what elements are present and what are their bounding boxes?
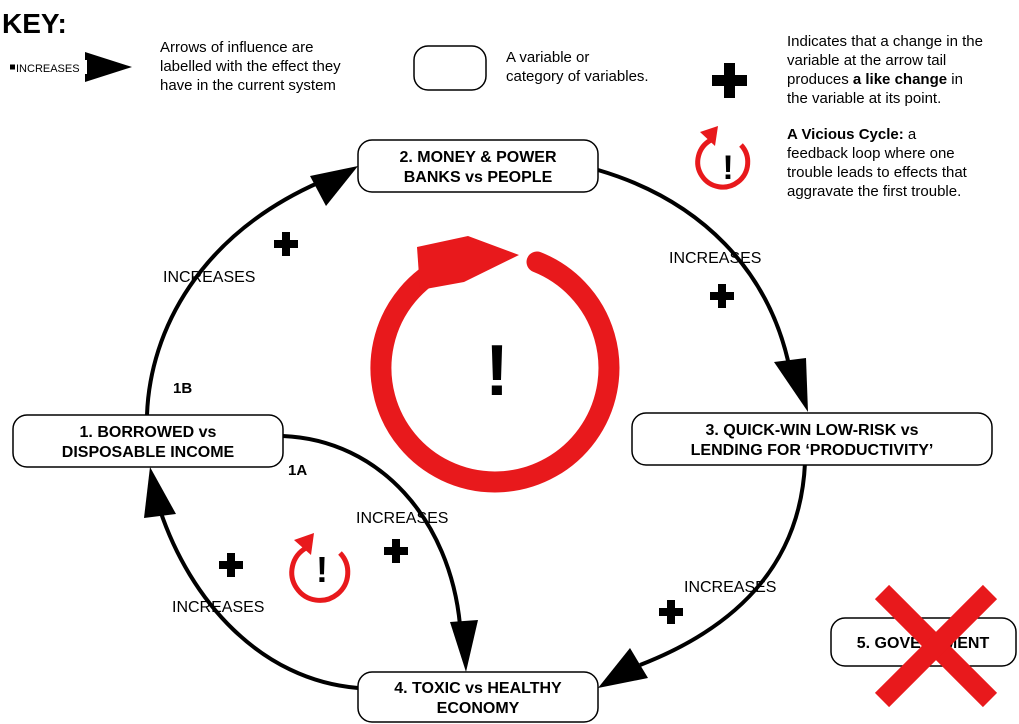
edge-1b-label: INCREASES (163, 269, 255, 286)
vicious-cycle-symbol: ! (722, 149, 733, 187)
arrow-icon (598, 648, 648, 688)
node-2-line-2: BANKS vs PEOPLE (404, 169, 553, 186)
plus-icon (274, 232, 298, 256)
key-arrow-desc-3: have in the current system (160, 77, 336, 94)
key-plus-desc-3: produces a like change in (787, 71, 963, 88)
node-1-line-1: 1. BORROWED vs (80, 424, 217, 441)
key-plus-desc-4: the variable at its point. (787, 90, 941, 107)
node-borrowed-income: 1. BORROWED vs DISPOSABLE INCOME (12, 414, 284, 468)
node-4-line-1: 4. TOXIC vs HEALTHY (394, 680, 562, 697)
plus-icon (384, 539, 408, 563)
small-vicious-cycle-icon: ! (289, 533, 351, 603)
plus-icon (219, 553, 243, 577)
edge-2-3-arrow (597, 168, 808, 412)
key-vicious-desc-4: aggravate the first trouble. (787, 183, 961, 200)
node-3-line-2: LENDING FOR ‘PRODUCTIVITY’ (691, 442, 934, 459)
key-arrow-desc-1: Arrows of influence are (160, 39, 313, 56)
node-money-power: 2. MONEY & POWER BANKS vs PEOPLE (357, 139, 599, 193)
arrow-icon (774, 358, 808, 412)
key-vicious-desc-3: trouble leads to effects that (787, 164, 968, 181)
edge-4-1-label: INCREASES (172, 599, 264, 616)
arrow-icon (450, 620, 478, 672)
key-title: KEY: (2, 8, 67, 39)
edge-1a-arrow (282, 434, 478, 672)
plus-icon (710, 284, 734, 308)
node-quick-win-lending: 3. QUICK-WIN LOW-RISK vs LENDING FOR ‘PR… (631, 412, 993, 466)
vicious-cycle-icon: ! (695, 126, 751, 190)
plus-icon (659, 600, 683, 624)
key-vicious-desc-1: A Vicious Cycle: a (787, 126, 917, 143)
key-plus-desc-2: variable at the arrow tail (787, 52, 946, 69)
node-2-line-1: 2. MONEY & POWER (399, 149, 557, 166)
small-cycle-symbol: ! (316, 549, 328, 590)
key-variable-desc-2: category of variables. (506, 68, 649, 85)
key-arrow-sample: INCREASES (10, 52, 132, 82)
edge-4-1-arrow (144, 467, 359, 690)
key-arrow-desc-2: labelled with the effect they (160, 58, 341, 75)
edge-1b-arrow (145, 166, 358, 416)
edge-3-4-label: INCREASES (684, 579, 776, 596)
key-variable-desc-1: A variable or (506, 49, 589, 66)
key-arrow-label: INCREASES (16, 63, 80, 75)
arrow-icon (85, 52, 132, 82)
node-4-line-2: ECONOMY (437, 700, 520, 717)
edge-3-4-arrow (598, 462, 807, 688)
central-vicious-cycle-icon: ! (370, 236, 620, 493)
edge-2-3-label: INCREASES (669, 250, 761, 267)
node-toxic-healthy-economy: 4. TOXIC vs HEALTHY ECONOMY (357, 671, 599, 723)
edge-1b-tag: 1B (173, 380, 192, 397)
central-cycle-symbol: ! (485, 331, 509, 411)
node-3-line-1: 3. QUICK-WIN LOW-RISK vs (705, 422, 918, 439)
plus-icon (712, 63, 747, 98)
key-plus-desc-1: Indicates that a change in the (787, 33, 983, 50)
key-variable-shape (413, 45, 487, 91)
edge-1a-tag: 1A (288, 462, 307, 479)
node-1-line-2: DISPOSABLE INCOME (62, 444, 235, 461)
arrow-icon (310, 166, 358, 206)
edge-1a-label: INCREASES (356, 510, 448, 527)
key-vicious-desc-2: feedback loop where one (787, 145, 955, 162)
cross-out-icon (874, 584, 998, 708)
arrow-icon (144, 467, 176, 518)
